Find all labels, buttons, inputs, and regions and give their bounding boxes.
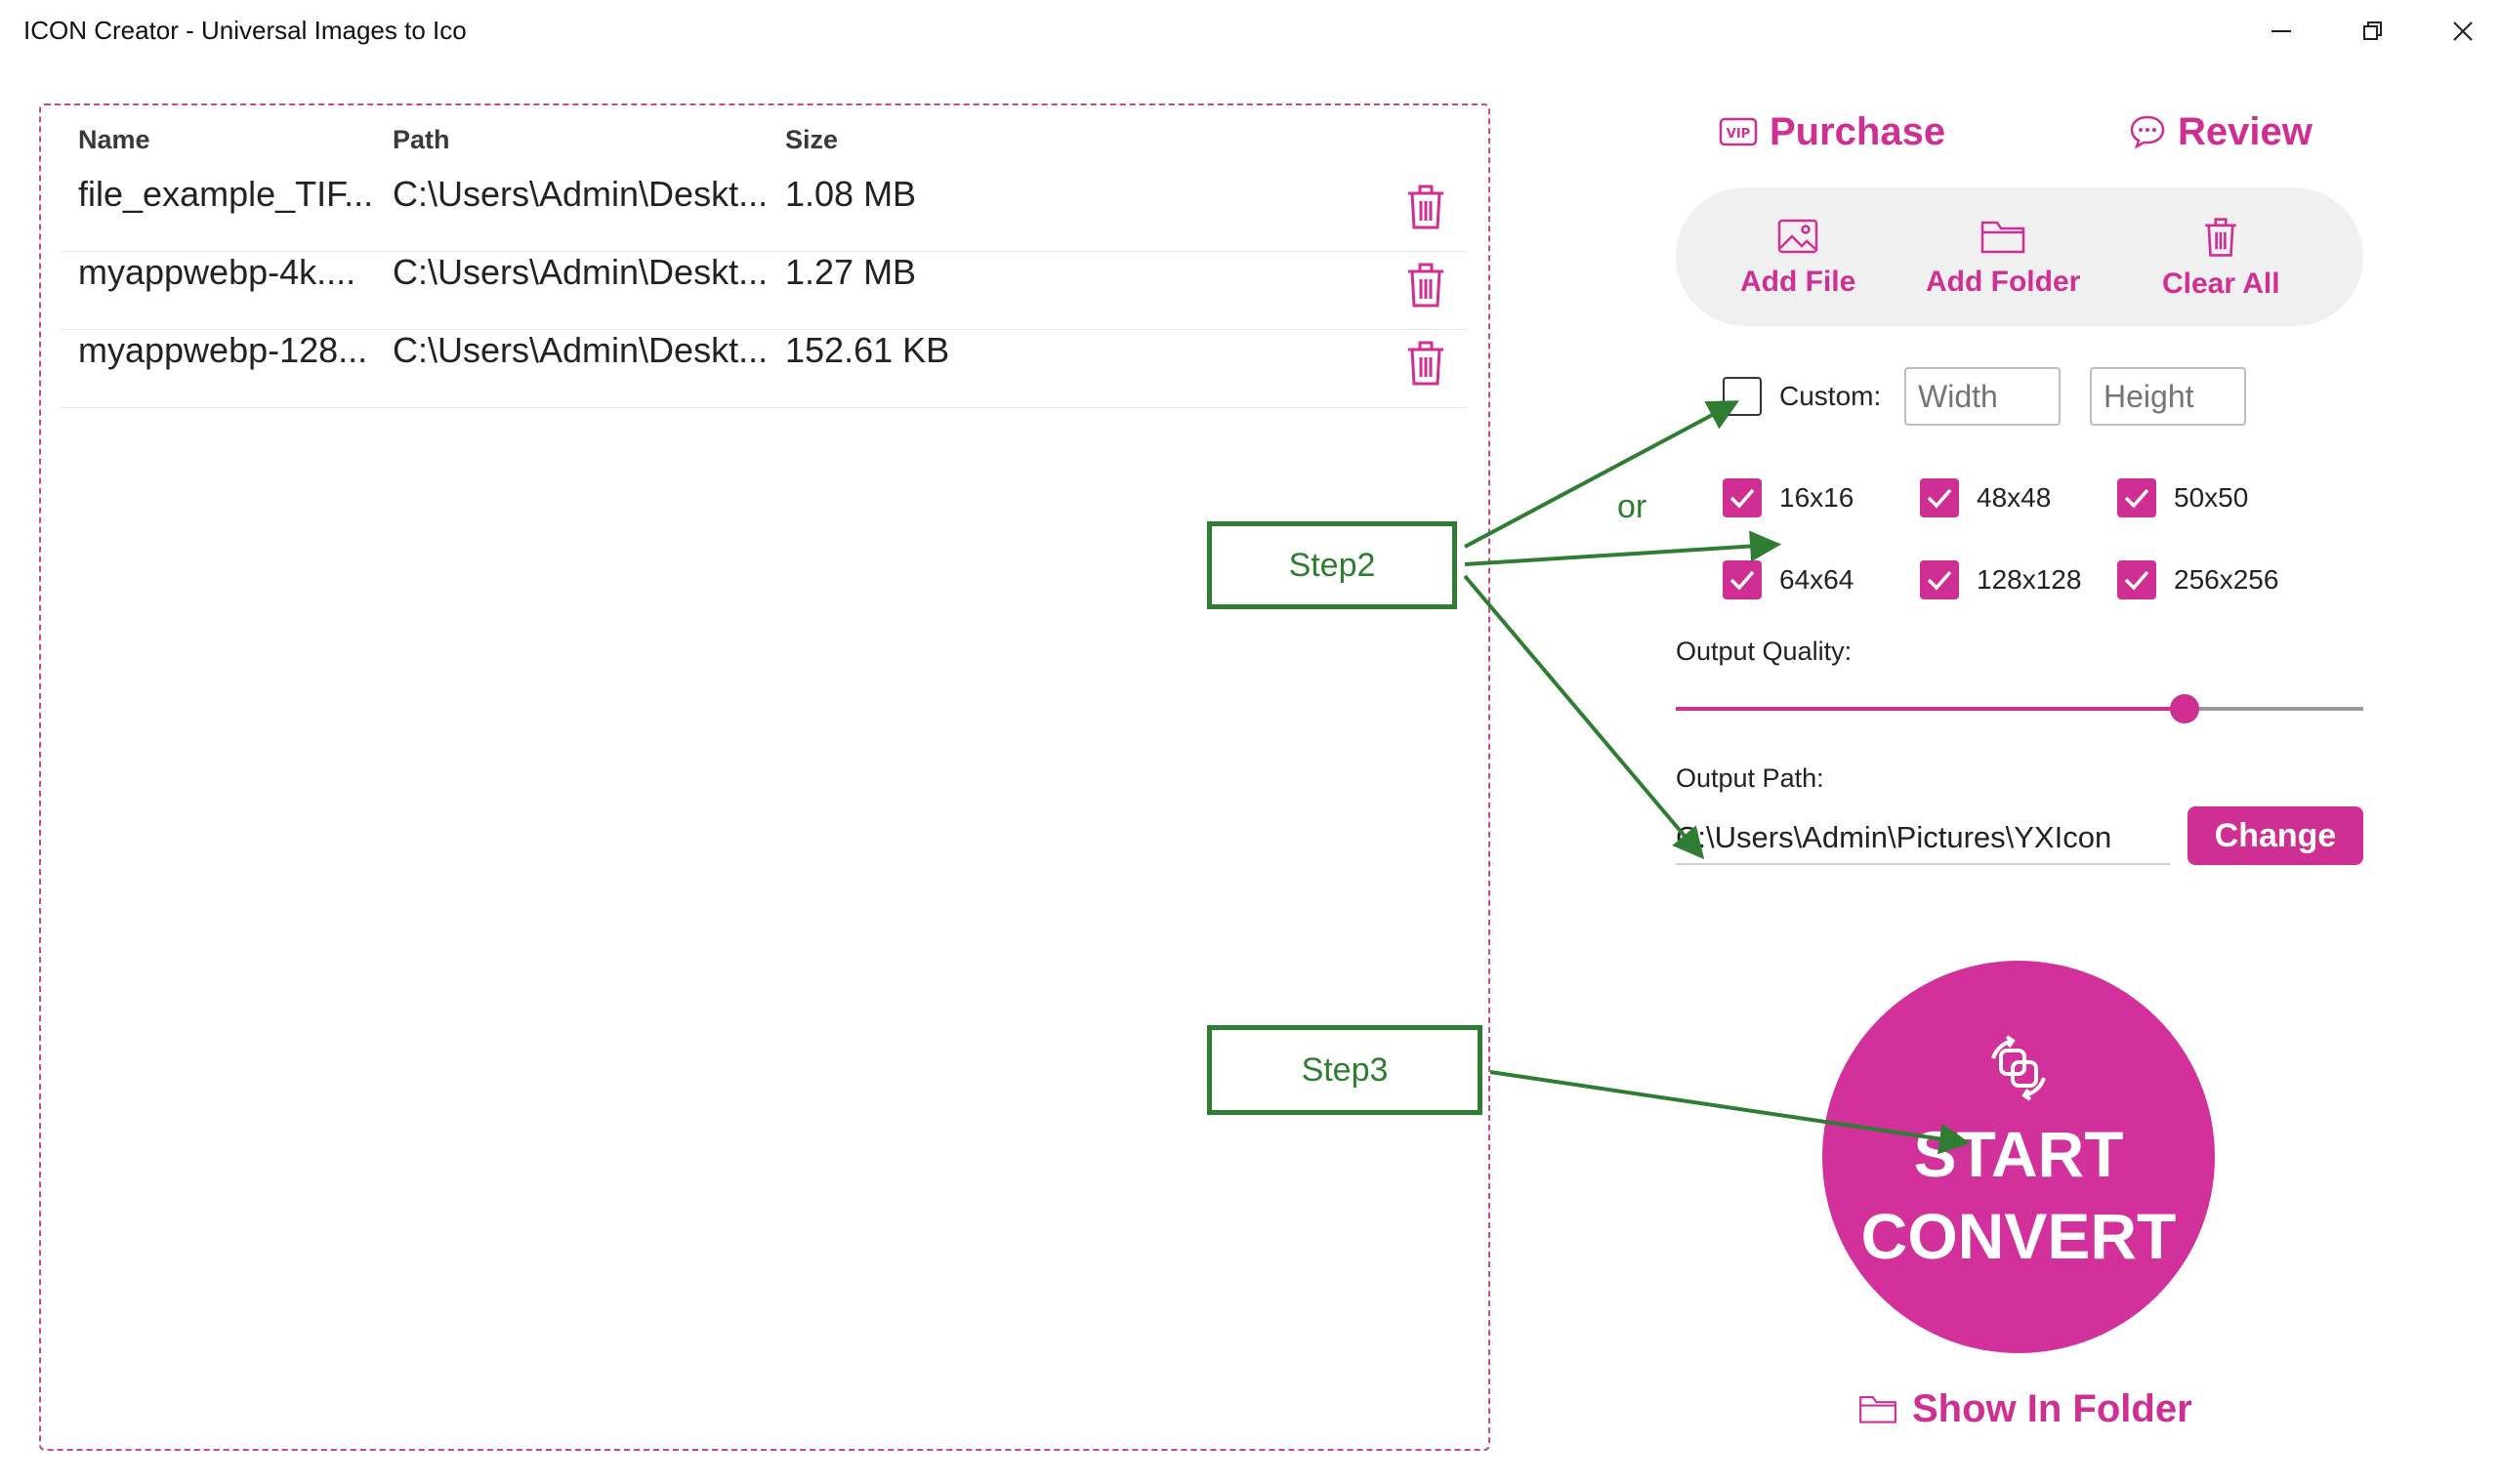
window-title: ICON Creator - Universal Images to Ico (23, 16, 467, 45)
quality-slider-fill (1676, 707, 2185, 711)
minimize-icon (2271, 30, 2291, 32)
add-file-button[interactable]: Add File (1740, 217, 1855, 299)
add-file-label: Add File (1740, 266, 1856, 298)
step3-annotation: Step3 (1207, 1025, 1482, 1115)
size-label-50: 50x50 (2174, 482, 2249, 513)
convert-icon (1991, 1035, 2046, 1101)
size-checkbox-256[interactable] (2117, 560, 2156, 599)
file-name: myappwebp-4k.... (78, 252, 356, 292)
column-header-size[interactable]: Size (785, 125, 839, 154)
folder-icon (1980, 221, 2025, 254)
start-convert-button[interactable]: START CONVERT (1822, 961, 2215, 1353)
review-label: Review (2178, 109, 2312, 153)
checkmark-icon (1927, 488, 1952, 509)
convert-label: CONVERT (1860, 1200, 2177, 1272)
arrow-to-path (1463, 574, 1705, 860)
delete-file-icon[interactable] (1404, 184, 1447, 230)
title-bar: ICON Creator - Universal Images to Ico (0, 0, 2500, 62)
file-name: file_example_TIF... (78, 174, 374, 214)
chat-bubble-icon (2130, 115, 2165, 149)
size-checkbox-48[interactable] (1920, 478, 1959, 517)
table-row[interactable]: myappwebp-128... C:\Users\Admin\Deskt...… (61, 330, 1467, 408)
show-in-folder-link[interactable]: Show In Folder (1857, 1381, 2192, 1437)
size-label-48: 48x48 (1977, 482, 2052, 513)
folder-icon (1859, 1396, 1896, 1423)
size-checkbox-50[interactable] (2117, 478, 2156, 517)
checkmark-icon (1729, 570, 1755, 591)
checkmark-icon (1729, 488, 1755, 509)
arrow-to-custom (1464, 400, 1740, 549)
purchase-label: Purchase (1770, 109, 1946, 153)
size-label-64: 64x64 (1779, 564, 1854, 595)
checkmark-icon (2124, 488, 2149, 509)
quality-slider-thumb[interactable] (2169, 694, 2199, 723)
size-checkbox-16[interactable] (1723, 478, 1762, 517)
add-folder-button[interactable]: Add Folder (1926, 217, 2080, 299)
checkmark-icon (2124, 570, 2149, 591)
restore-icon (2363, 21, 2382, 40)
file-toolbar: Add File Add Folder Clear All (1676, 187, 2363, 326)
or-annotation: or (1617, 488, 1647, 525)
delete-file-icon[interactable] (1404, 340, 1447, 387)
size-checkbox-128[interactable] (1920, 560, 1959, 599)
trash-icon (2205, 218, 2237, 257)
delete-file-icon[interactable] (1404, 262, 1447, 309)
output-quality-label: Output Quality: (1676, 637, 1853, 666)
step2-annotation: Step2 (1207, 521, 1457, 609)
table-row[interactable]: myappwebp-4k.... C:\Users\Admin\Deskt...… (61, 252, 1467, 330)
file-size: 152.61 KB (785, 330, 950, 370)
restore-button[interactable] (2344, 10, 2402, 53)
output-path-label: Output Path: (1676, 763, 1824, 793)
clear-all-button[interactable]: Clear All (2162, 217, 2280, 301)
svg-text:VIP: VIP (1727, 127, 1750, 142)
size-label-16: 16x16 (1779, 482, 1854, 513)
close-icon (2453, 21, 2473, 41)
custom-width-input[interactable] (1904, 367, 2061, 426)
clear-all-label: Clear All (2162, 268, 2280, 300)
column-header-name[interactable]: Name (78, 125, 150, 154)
custom-height-input[interactable] (2090, 367, 2246, 426)
start-label: START (1913, 1118, 2124, 1190)
show-in-folder-label: Show In Folder (1912, 1386, 2192, 1430)
vip-icon: VIP (1719, 117, 1758, 146)
file-size: 1.08 MB (785, 174, 917, 214)
image-icon (1777, 219, 1818, 254)
output-path-field[interactable]: C:\Users\Admin\Pictures\YXIcon (1676, 820, 2170, 865)
file-size: 1.27 MB (785, 252, 917, 292)
review-link[interactable]: Review (2129, 107, 2312, 156)
size-label-256: 256x256 (2174, 564, 2279, 595)
change-path-button[interactable]: Change (2188, 806, 2363, 865)
checkmark-icon (1927, 570, 1952, 591)
add-folder-label: Add Folder (1926, 266, 2081, 298)
file-path: C:\Users\Admin\Deskt... (393, 174, 769, 214)
table-row[interactable]: file_example_TIF... C:\Users\Admin\Deskt… (61, 174, 1467, 252)
size-label-128: 128x128 (1977, 564, 2082, 595)
custom-size-checkbox[interactable] (1723, 377, 1762, 416)
file-path: C:\Users\Admin\Deskt... (393, 330, 769, 370)
file-path: C:\Users\Admin\Deskt... (393, 252, 769, 292)
file-name: myappwebp-128... (78, 330, 368, 370)
custom-size-label: Custom: (1779, 381, 1882, 411)
minimize-button[interactable] (2252, 10, 2311, 53)
column-header-path[interactable]: Path (393, 125, 450, 154)
quality-slider-track[interactable] (1676, 707, 2363, 711)
size-checkbox-64[interactable] (1723, 560, 1762, 599)
close-button[interactable] (2434, 10, 2492, 53)
purchase-link[interactable]: VIP Purchase (1719, 107, 1945, 156)
